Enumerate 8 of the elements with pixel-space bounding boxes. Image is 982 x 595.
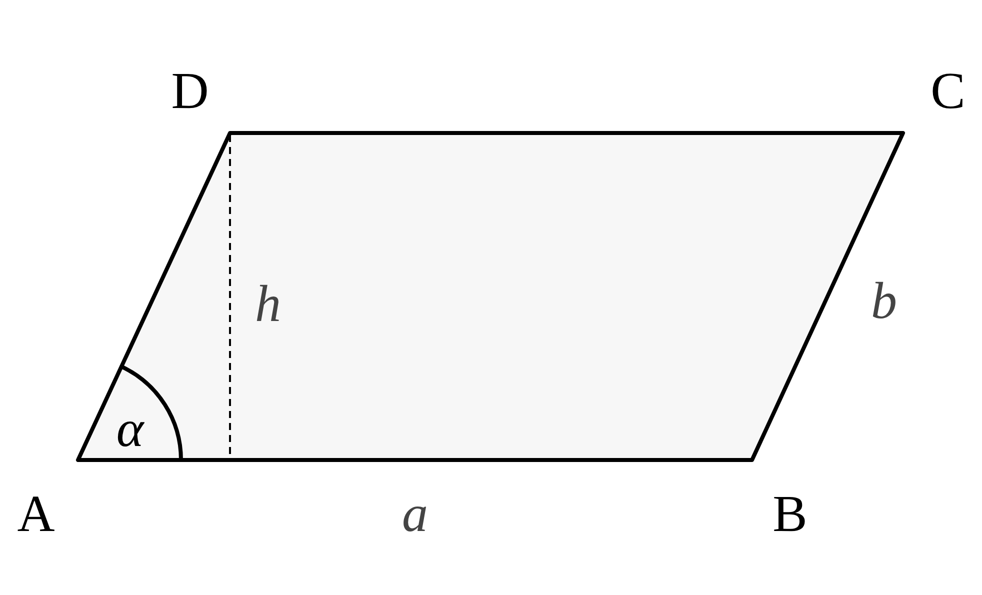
vertex-label: B xyxy=(772,489,808,541)
angle-label: α xyxy=(116,404,144,456)
side-label: a xyxy=(402,489,428,541)
vertex-label: A xyxy=(17,489,55,541)
side-label: b xyxy=(871,276,897,328)
vertex-label: C xyxy=(930,66,966,118)
height-label: h xyxy=(255,279,281,331)
vertex-label: D xyxy=(171,66,209,118)
